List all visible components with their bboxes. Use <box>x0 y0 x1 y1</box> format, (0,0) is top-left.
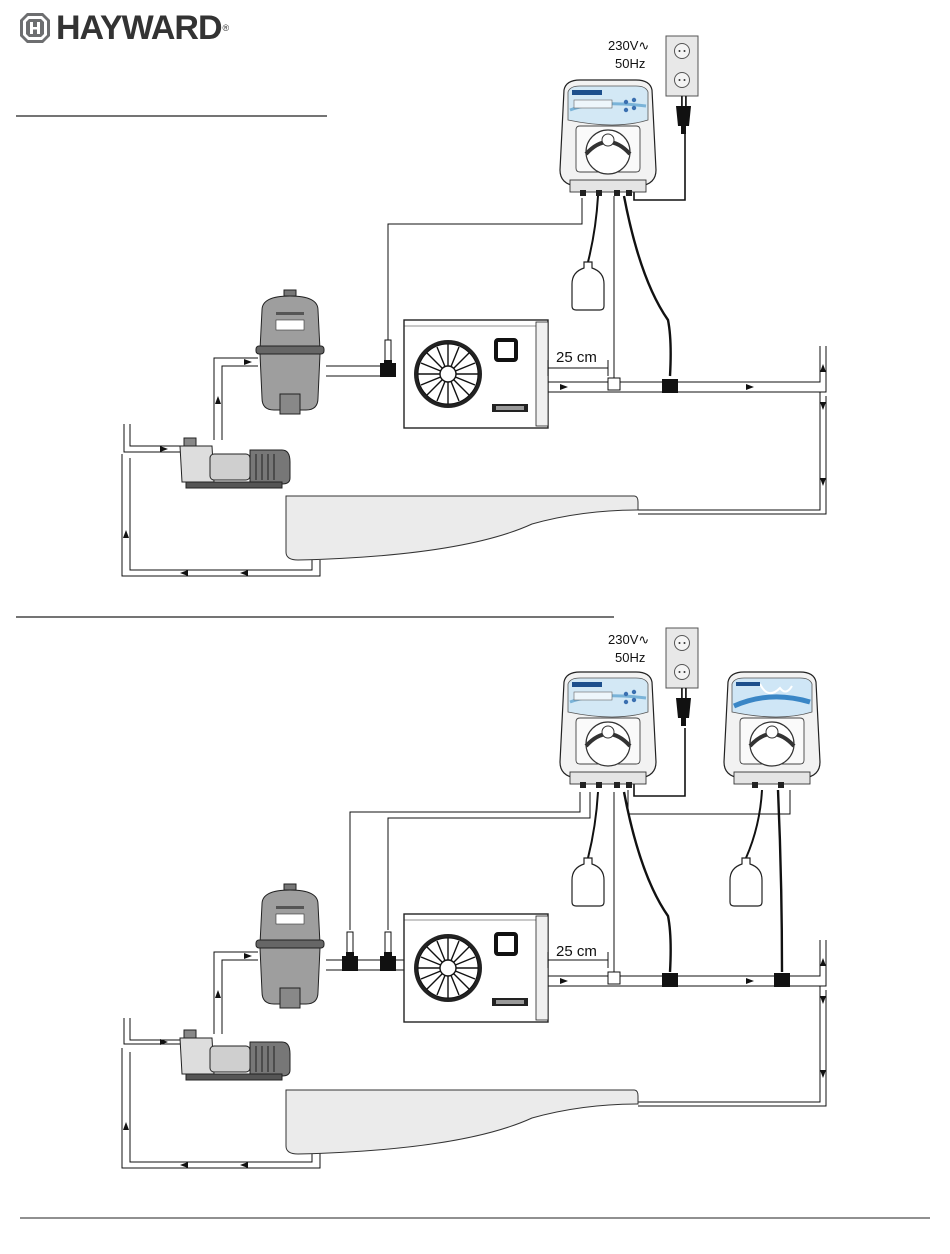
suction-tube <box>588 196 598 262</box>
injection-tube <box>624 196 671 376</box>
injection-valve-icon <box>662 973 678 987</box>
distance-label-2: 25 cm <box>556 943 597 960</box>
diagram-1: 230V∿ 50Hz <box>16 36 826 576</box>
probe-cable-b <box>388 792 590 930</box>
wall-socket-icon <box>666 36 698 96</box>
pool-pump-icon <box>180 1030 290 1080</box>
chemical-tank-icon <box>572 858 604 906</box>
power-plug-icon <box>676 688 691 726</box>
swimming-pool-icon <box>286 496 638 560</box>
diagram-2: 230V∿ 50Hz <box>16 617 826 1168</box>
link-cable <box>628 790 790 814</box>
chemical-tank-icon <box>730 858 762 906</box>
pool-pump-icon <box>180 438 290 488</box>
voltage-label-2: 230V∿ <box>608 632 649 647</box>
tee-fitting <box>342 957 358 971</box>
probe-fitting <box>608 378 620 390</box>
injection-tube <box>624 792 671 972</box>
tee-fitting <box>380 363 396 377</box>
distance-label-1: 25 cm <box>556 349 597 366</box>
probe-fitting <box>608 972 620 984</box>
injection-valve-icon <box>774 973 790 987</box>
suction-tube-2 <box>746 790 762 858</box>
sand-filter-icon <box>256 884 324 1008</box>
wall-socket-icon <box>666 628 698 688</box>
frequency-label-1: 50Hz <box>615 56 645 71</box>
heat-pump-icon <box>404 320 548 428</box>
heat-pump-icon <box>404 914 548 1022</box>
injection-tube-2 <box>778 790 782 972</box>
frequency-label-2: 50Hz <box>615 650 645 665</box>
tee-fitting <box>380 957 396 971</box>
dosing-pump-unit <box>560 80 656 196</box>
swimming-pool-icon <box>286 1090 638 1154</box>
second-dosing-pump-unit <box>724 672 820 788</box>
chemical-tank-icon <box>572 262 604 310</box>
voltage-label-1: 230V∿ <box>608 38 649 53</box>
probe-cable <box>388 198 582 340</box>
dosing-pump-unit <box>560 672 656 788</box>
sand-filter-icon <box>256 290 324 414</box>
injection-valve-icon <box>662 379 678 393</box>
probe-cable-a <box>350 792 580 930</box>
power-plug-icon <box>676 96 691 134</box>
